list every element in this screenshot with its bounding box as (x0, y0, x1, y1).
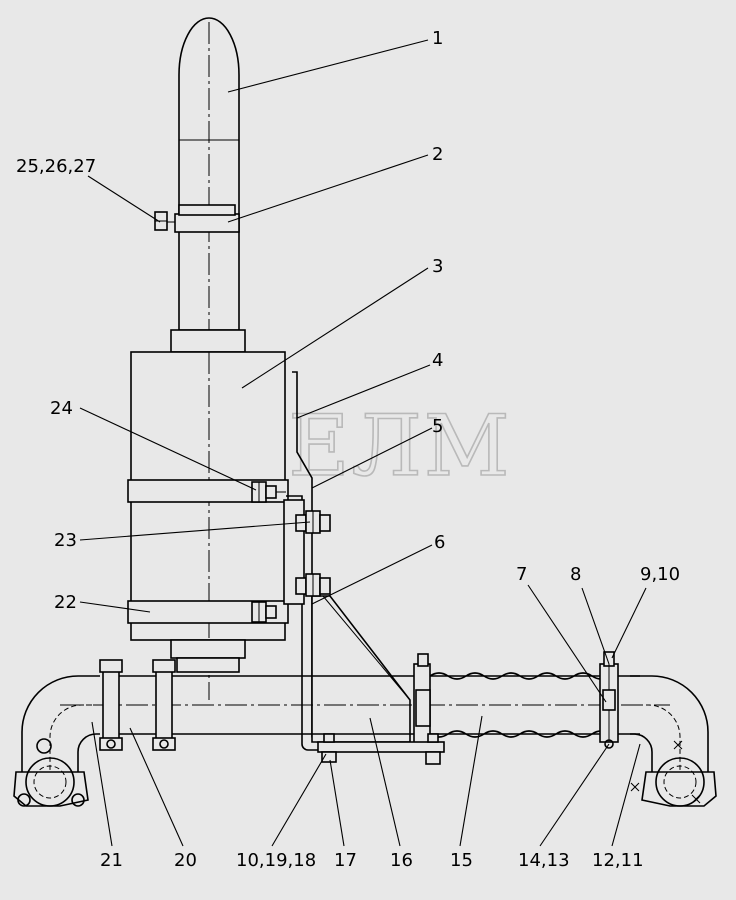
clamp-left (99, 659, 123, 751)
right-elbow (630, 675, 717, 807)
bolt-middle (295, 510, 331, 534)
callout-4: 4 (432, 350, 443, 371)
corrugated-hose (429, 672, 611, 738)
callout-22: 22 (54, 592, 77, 613)
foot-plate (317, 733, 445, 765)
callout-24: 24 (50, 398, 73, 419)
flange-clamp-right (599, 651, 619, 749)
muffler-strap-lower (127, 600, 289, 624)
leader-lines (79, 39, 647, 847)
bolt-strap-lower (251, 601, 277, 623)
muffler-strap-upper (127, 479, 289, 503)
clamp-left-2 (152, 659, 176, 751)
callout-16: 16 (390, 850, 413, 871)
left-elbow (13, 675, 100, 807)
callout-25-26-27: 25,26,27 (16, 156, 96, 177)
hose-clamp-middle (413, 653, 431, 745)
bolt-upper (251, 481, 286, 503)
tail-pipe (178, 17, 240, 700)
callout-6: 6 (434, 532, 445, 553)
pipe-clamp (154, 204, 240, 233)
callout-5: 5 (432, 416, 443, 437)
callout-labels: 1 2 3 4 5 6 7 8 9,10 25,26,27 24 23 22 2… (16, 28, 680, 871)
bolt-lower (295, 573, 331, 597)
muffler-neck (170, 329, 246, 353)
callout-20: 20 (174, 850, 197, 871)
callout-14-13: 14,13 (518, 850, 570, 871)
callout-2: 2 (432, 144, 443, 165)
callout-1: 1 (432, 28, 443, 49)
muffler-body (130, 351, 286, 673)
callout-17: 17 (334, 850, 357, 871)
callout-9-10: 9,10 (640, 564, 680, 585)
callout-12-11: 12,11 (592, 850, 644, 871)
callout-23: 23 (54, 530, 77, 551)
callout-8: 8 (570, 564, 581, 585)
callout-3: 3 (432, 256, 443, 277)
callout-15: 15 (450, 850, 473, 871)
callout-21: 21 (100, 850, 123, 871)
callout-10-19-18: 10,19,18 (236, 850, 316, 871)
callout-7: 7 (516, 564, 527, 585)
